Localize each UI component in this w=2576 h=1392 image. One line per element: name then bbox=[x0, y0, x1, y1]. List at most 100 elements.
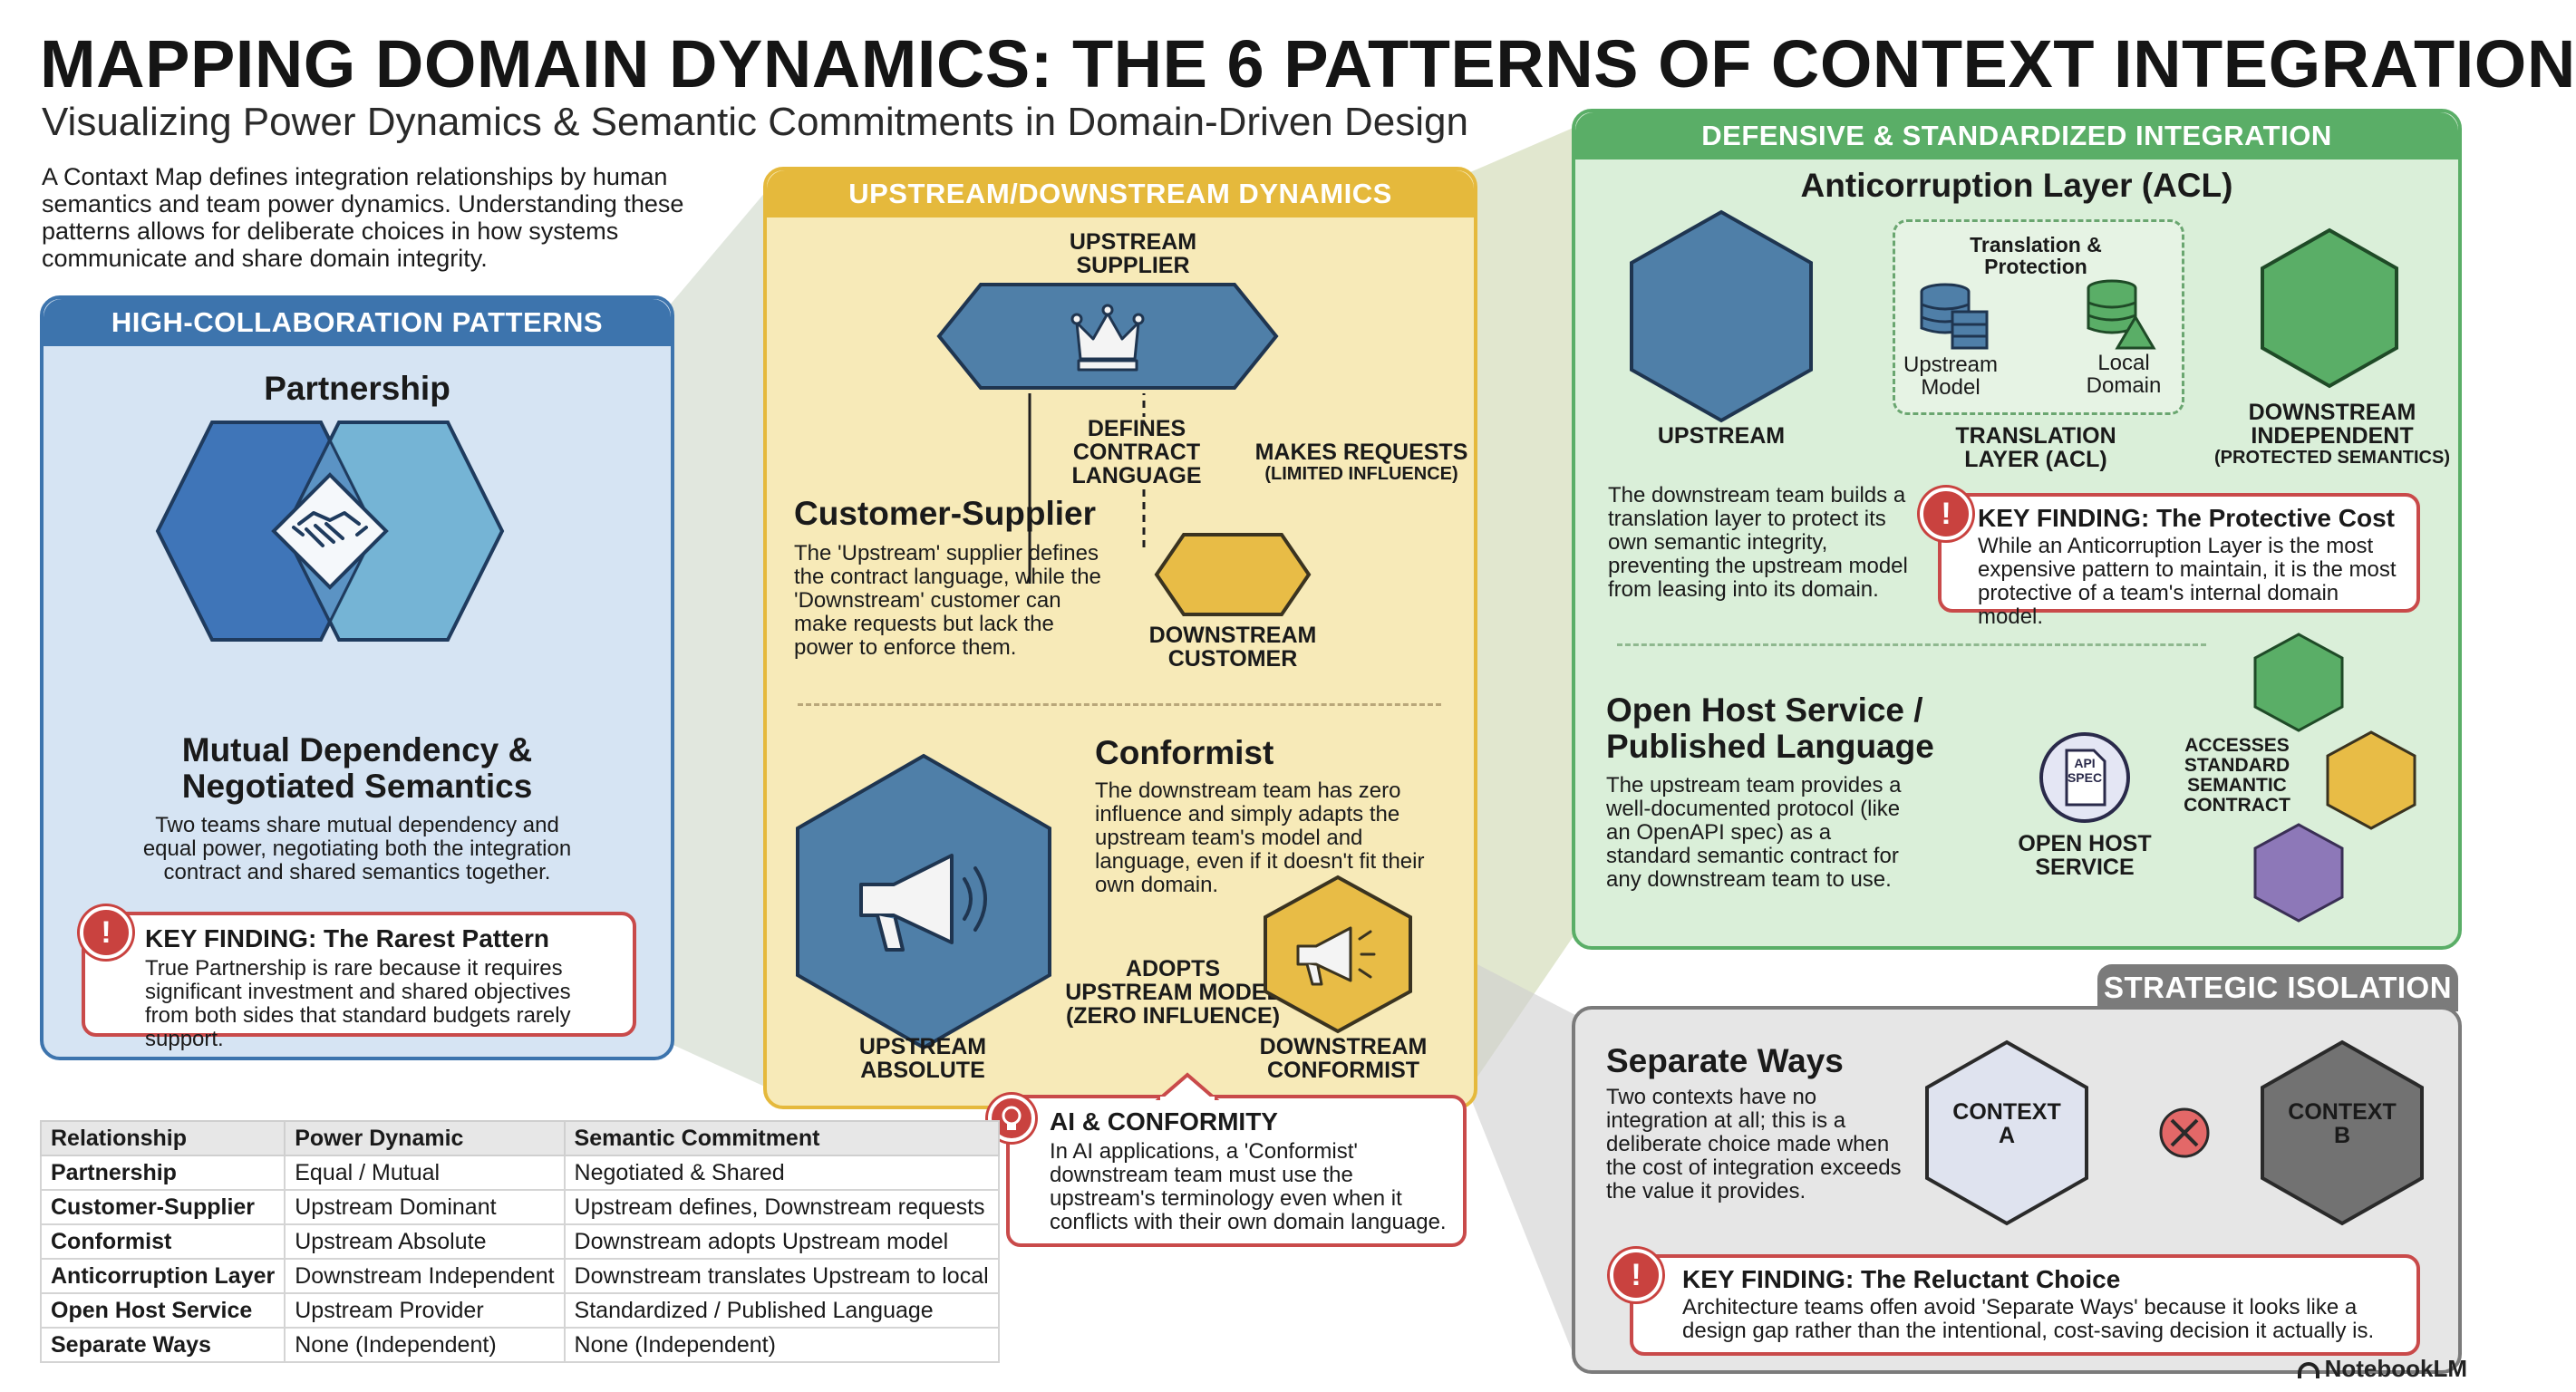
table-cell: Partnership bbox=[39, 1155, 286, 1191]
strategic-isolation-panel: Separate Ways Two contexts have no integ… bbox=[1572, 1006, 2462, 1374]
table-cell: Conformist bbox=[39, 1223, 286, 1260]
alert-icon: ! bbox=[1610, 1249, 1662, 1301]
handshake-icon bbox=[292, 511, 368, 547]
megaphone-icon bbox=[859, 854, 987, 952]
table-row: Anticorruption Layer Downstream Independ… bbox=[39, 1258, 1000, 1294]
table-row: Open Host Service Upstream Provider Stan… bbox=[39, 1292, 1000, 1329]
partnership-title: Partnership bbox=[264, 370, 450, 407]
finding-body: True Partnership is rare because it requ… bbox=[145, 956, 571, 1051]
divider bbox=[1617, 643, 2206, 646]
ohs-title: Open Host Service /Published Language bbox=[1606, 691, 1934, 765]
table-cell: Downstream translates Upstream to local bbox=[563, 1258, 1000, 1294]
consumer-hexagons bbox=[2253, 633, 2416, 923]
table-cell: Standardized / Published Language bbox=[563, 1292, 1000, 1329]
customer-hexagon bbox=[1154, 533, 1312, 616]
table-row: Conformist Upstream Absolute Downstream … bbox=[39, 1223, 1000, 1260]
table-cell: None (Independent) bbox=[284, 1327, 566, 1363]
table-row: Customer-Supplier Upstream Dominant Upst… bbox=[39, 1189, 1000, 1225]
ai-conformity-body: In AI applications, a 'Conformist' downs… bbox=[1050, 1139, 1447, 1234]
acl-title: Anticorruption Layer (ACL) bbox=[1800, 167, 2233, 204]
finding-title: KEY FINDING: The Rarest Pattern bbox=[145, 924, 550, 952]
table-row: Partnership Equal / Mutual Negotiated & … bbox=[39, 1155, 1000, 1191]
table-cell: None (Independent) bbox=[563, 1327, 1000, 1363]
partnership-diagram bbox=[155, 420, 505, 642]
table-cell: Negotiated & Shared bbox=[563, 1155, 1000, 1191]
brand-label: NotebookLM bbox=[2324, 1355, 2467, 1382]
api-spec-icon bbox=[2039, 732, 2130, 823]
table-cell: Upstream Dominant bbox=[284, 1189, 566, 1225]
table-cell: Equal / Mutual bbox=[284, 1155, 566, 1191]
finding-body: While an Anticorruption Layer is the mos… bbox=[1978, 534, 2397, 629]
column-header: Relationship bbox=[39, 1120, 286, 1156]
table-row: Separate Ways None (Independent) None (I… bbox=[39, 1327, 1000, 1363]
acl-upstream-hex bbox=[1630, 209, 1813, 423]
upstream-database-icon bbox=[1920, 283, 1989, 350]
consumer-hex-purple bbox=[2253, 823, 2344, 923]
translation-protection-label: Translation &Protection bbox=[1970, 233, 2102, 278]
customer-supplier-description: The 'Upstream' supplier defines the cont… bbox=[794, 541, 1101, 660]
finding-body: Architecture teams offen avoid 'Separate… bbox=[1682, 1295, 2375, 1343]
callout-pointer bbox=[1155, 1072, 1220, 1102]
partnership-description: Two teams share mutual dependency and eq… bbox=[142, 813, 572, 884]
connector-yellow-green bbox=[1470, 127, 1575, 1088]
defensive-integration-panel: DEFENSIVE & STANDARDIZED INTEGRATION Ant… bbox=[1572, 109, 2462, 950]
finding-rarest-pattern: KEY FINDING: The Rarest Pattern True Par… bbox=[82, 912, 636, 1051]
page-subtitle: Visualizing Power Dynamics & Semantic Co… bbox=[42, 100, 1468, 144]
table-cell: Open Host Service bbox=[39, 1292, 286, 1329]
strategic-isolation-heading: STRATEGIC ISOLATION bbox=[2097, 964, 2458, 1011]
panel-connectors bbox=[667, 127, 1575, 1359]
finding-title: KEY FINDING: The Protective Cost bbox=[1978, 504, 2396, 532]
partnership-subheading: Mutual Dependency &Negotiated Semantics bbox=[181, 731, 533, 805]
defensive-integration-heading: DEFENSIVE & STANDARDIZED INTEGRATION bbox=[1575, 112, 2458, 160]
downstream-customer-hex bbox=[1154, 533, 1312, 616]
consumer-hex-green bbox=[2253, 633, 2344, 732]
makes-requests-label: MAKES REQUESTS(LIMITED INFLUENCE) bbox=[1253, 440, 1470, 484]
conformist-description: The downstream team has zero influence a… bbox=[1095, 778, 1425, 897]
acl-upstream-label: UPSTREAM bbox=[1657, 423, 1786, 449]
high-collaboration-panel: HIGH-COLLABORATION PATTERNS Partnership … bbox=[40, 295, 674, 1060]
finding-protective-cost: KEY FINDING: The Protective Cost While a… bbox=[1938, 493, 2420, 629]
acl-downstream-hex bbox=[2261, 227, 2398, 389]
context-b-hexagon bbox=[2261, 1039, 2424, 1226]
intro-paragraph: A Contaxt Map defines integration relati… bbox=[42, 163, 684, 272]
table-header-row: Relationship Power Dynamic Semantic Comm… bbox=[39, 1120, 1000, 1156]
table-cell: Customer-Supplier bbox=[39, 1189, 286, 1225]
alert-icon: ! bbox=[80, 906, 132, 959]
table-cell: Anticorruption Layer bbox=[39, 1258, 286, 1294]
table-cell: Downstream Independent bbox=[284, 1258, 566, 1294]
crown-icon bbox=[1070, 304, 1145, 372]
upstream-downstream-heading: UPSTREAM/DOWNSTREAM DYNAMICS bbox=[767, 170, 1474, 218]
upstream-absolute-hex bbox=[796, 753, 1051, 1050]
alert-icon: ! bbox=[1920, 488, 1972, 540]
table-cell: Upstream Absolute bbox=[284, 1223, 566, 1260]
customer-supplier-title: Customer-Supplier bbox=[794, 495, 1097, 532]
ai-conformity-title: AI & CONFORMITY bbox=[1050, 1107, 1278, 1136]
page-title: MAPPING DOMAIN DYNAMICS: THE 6 PATTERNS … bbox=[40, 26, 2576, 102]
connector-yellow-gray bbox=[1470, 961, 1575, 1359]
notebooklm-logo-icon bbox=[2297, 1362, 2319, 1378]
small-megaphone-icon bbox=[1296, 926, 1376, 986]
acl-description: The downstream team builds a translation… bbox=[1608, 483, 1908, 602]
divider bbox=[798, 703, 1441, 706]
finding-reluctant-choice: KEY FINDING: The Reluctant Choice Archit… bbox=[1630, 1254, 2420, 1356]
local-database-icon bbox=[2087, 279, 2156, 350]
upstream-supplier-hex bbox=[936, 283, 1279, 390]
upstream-hexagon bbox=[1630, 209, 1813, 423]
table-cell: Upstream Provider bbox=[284, 1292, 566, 1329]
separate-ways-title: Separate Ways bbox=[1606, 1042, 1844, 1079]
column-header: Semantic Commitment bbox=[563, 1120, 1000, 1156]
column-header: Power Dynamic bbox=[284, 1120, 566, 1156]
notebooklm-brand: NotebookLM bbox=[2297, 1355, 2467, 1383]
connector-blue-yellow bbox=[667, 190, 767, 1088]
